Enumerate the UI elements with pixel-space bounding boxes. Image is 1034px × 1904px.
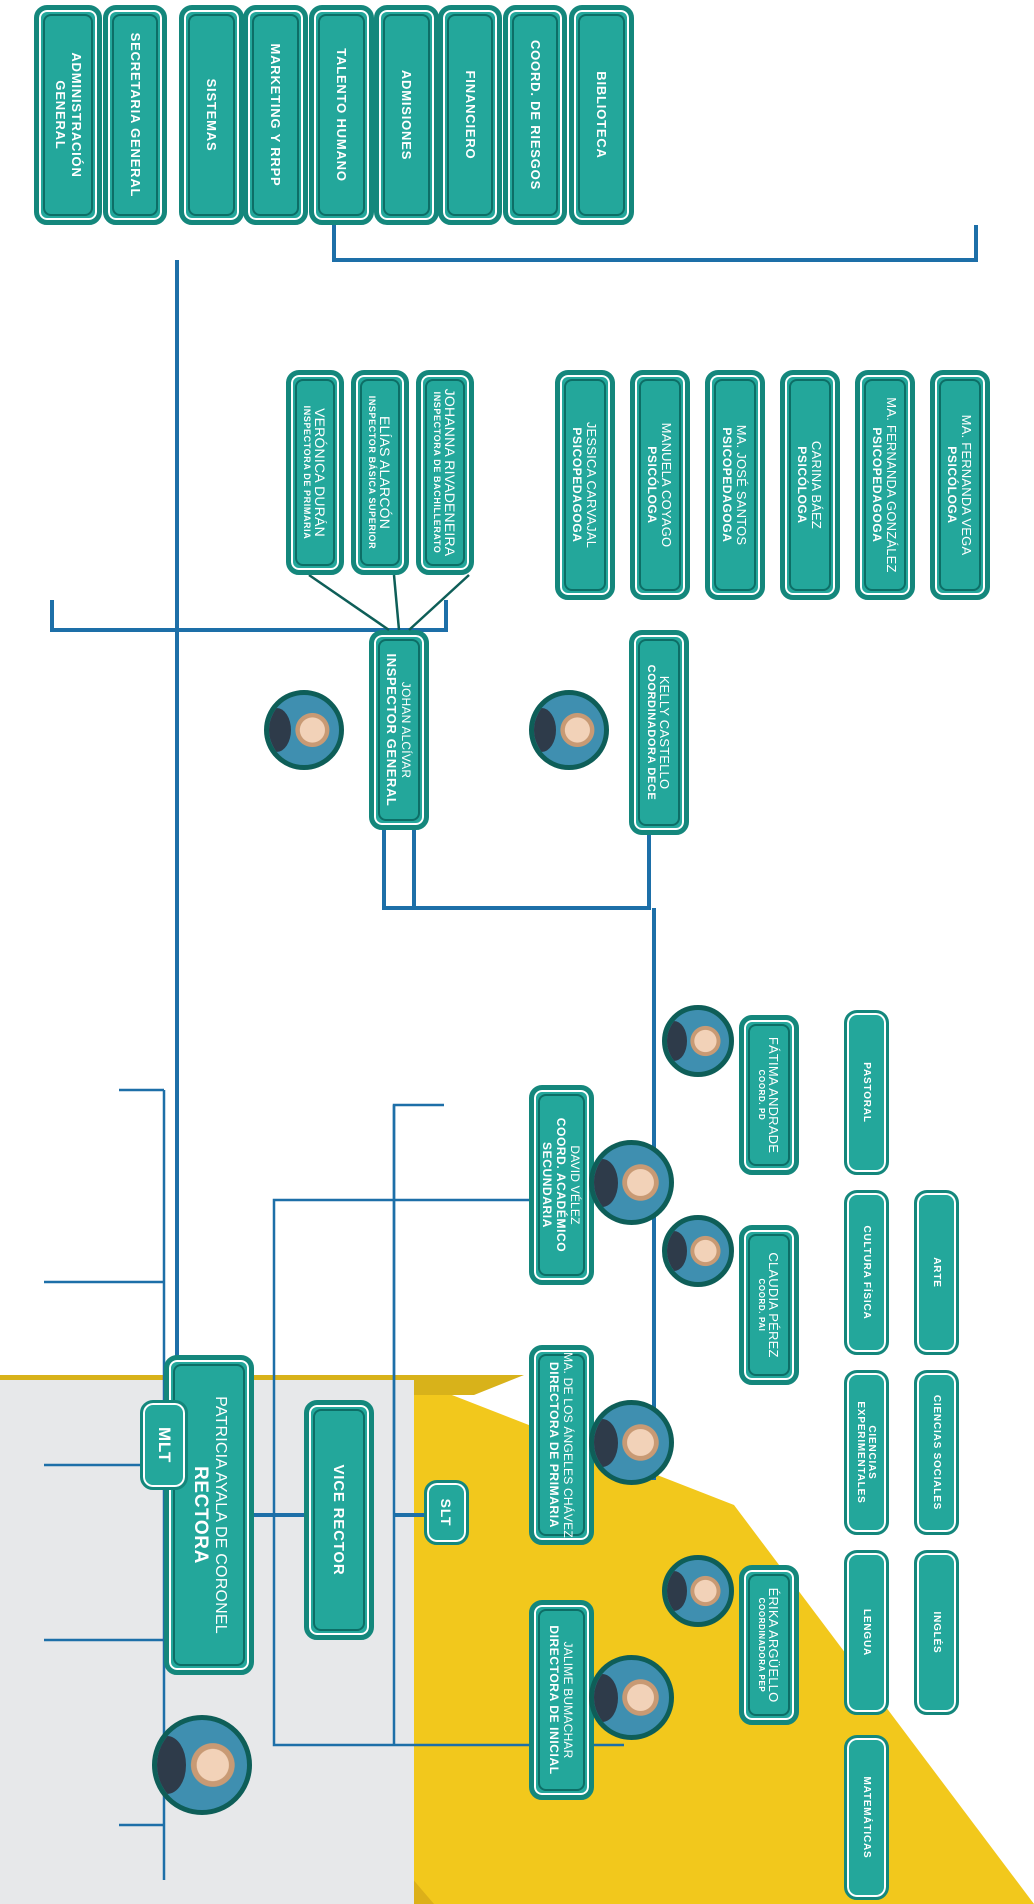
psychologist-name: MA. FERNANDA GONZÁLEZ <box>884 397 900 573</box>
psych-bracket <box>50 600 448 632</box>
department-label: ADMISIONES <box>399 69 415 161</box>
director-name: MA. DE LOS ÁNGELES CHÁVEZ <box>561 1352 576 1538</box>
psychologist-name: MA. JOSÉ SANTOS <box>734 424 750 546</box>
director-photo <box>589 1140 674 1225</box>
branch-bachillerato <box>408 574 470 631</box>
inspector-general-role: INSPECTOR GENERAL <box>384 653 400 807</box>
subject-label: CIENCIAS SOCIALES <box>931 1394 942 1511</box>
director-photo <box>589 1400 674 1485</box>
department-label: FINANCIERO <box>463 70 478 160</box>
inspector-name: JOHANNA RIVADENEIRA <box>442 388 458 557</box>
subject-card: ARTE <box>914 1190 959 1355</box>
inspector-role: INSPECTORA DE PRIMARIA <box>302 405 312 540</box>
inspector-general-name: JOHAN ALCÍVAR <box>399 681 414 779</box>
psychologist-role: PSICOPEDAGOGA <box>720 427 735 543</box>
department-label: MARKETING Y RRPP <box>268 43 284 187</box>
subject-card: CULTURA FÍSICA <box>844 1190 889 1355</box>
inspector-name: ELÍAS ALARCÓN <box>377 415 393 530</box>
department-label: ADMINISTRACIÓN GENERAL <box>53 52 84 178</box>
rector-name: PATRICIA AYALA DE CORONEL <box>212 1396 229 1634</box>
subject-card: CIENCIAS EXPERIMENTALES <box>844 1370 889 1535</box>
subject-label: CIENCIAS EXPERIMENTALES <box>855 1401 878 1504</box>
dece-name: KELLY CASTELLO <box>657 675 673 790</box>
inspector-role: INSPECTOR BÁSICA SUPERIOR <box>367 395 377 550</box>
coordinator-role: COORD. PAI <box>757 1278 766 1332</box>
branch-basica <box>392 574 401 631</box>
coordinator-name: FÁTIMA ANDRADE <box>766 1036 781 1154</box>
slt-label: SLT <box>438 1498 455 1527</box>
subject-label: INGLÉS <box>931 1611 942 1654</box>
coordinator-name: CLAUDIA PÉREZ <box>766 1252 781 1358</box>
department-label: TALENTO HUMANO <box>334 48 350 182</box>
psychologist-role: PSICÓLOGA <box>795 446 810 524</box>
psychologist-role: PSICOPEDAGOGA <box>570 427 585 543</box>
rector-role: RECTORA <box>190 1466 211 1564</box>
director-name: JALIME BUMACHAR <box>561 1641 576 1759</box>
coordinator-name: ÉRIKA ARGÜELLO <box>766 1587 781 1703</box>
branch-primaria <box>308 573 390 632</box>
coordinator-photo <box>662 1555 734 1627</box>
departments-bracket <box>332 225 978 262</box>
director-role: COORD. ACADÉMICO SECUNDARIA <box>540 1117 569 1253</box>
director-photo <box>589 1655 674 1740</box>
subject-card: CIENCIAS SOCIALES <box>914 1370 959 1535</box>
psychologist-name: MANUELA COYAGO <box>659 422 675 548</box>
coordinator-photo <box>662 1215 734 1287</box>
dece-photo <box>529 690 609 770</box>
vice-rector-label: VICE RECTOR <box>330 1464 348 1576</box>
slt-inspector-dece-line <box>382 830 651 910</box>
inspector-role: INSPECTORA DE BACHILLERATO <box>432 391 442 554</box>
directors-bracket <box>272 1198 624 1747</box>
subject-label: LENGUA <box>861 1608 872 1657</box>
coordinator-role: COORDINADORA PEP <box>757 1597 766 1693</box>
psychologist-role: PSICÓLOGA <box>945 446 960 524</box>
director-role: DIRECTORA DE INICIAL <box>547 1625 562 1775</box>
subject-card: PASTORAL <box>844 1010 889 1175</box>
dece-card: KELLY CASTELLO COORDINADORA DECE <box>629 630 689 835</box>
department-label: SECRETARIA GENERAL <box>128 32 143 198</box>
coordinator-role: COORD. PD <box>757 1069 766 1121</box>
mlt-label: MLT <box>155 1426 174 1464</box>
director-role: DIRECTORA DE PRIMARIA <box>547 1362 562 1528</box>
subject-label: CULTURA FÍSICA <box>861 1225 872 1320</box>
psychologist-role: PSICÓLOGA <box>645 446 660 524</box>
subject-label: ARTE <box>931 1257 942 1288</box>
mlt-box: MLT <box>140 1400 188 1490</box>
psychologist-name: JESSICA CARVAJAL <box>584 421 600 549</box>
subject-card: LENGUA <box>844 1550 889 1715</box>
dece-role: COORDINADORA DECE <box>645 664 658 801</box>
psychologist-name: MA. FERNANDA VEGA <box>959 414 975 556</box>
psychologist-name: CARINA BÁEZ <box>809 440 825 530</box>
inspector-name: VERÓNICA DURÁN <box>312 408 328 537</box>
subject-card: INGLÉS <box>914 1550 959 1715</box>
subject-card: MATEMÁTICAS <box>844 1735 889 1900</box>
director-name: DAVID VÉLEZ <box>568 1145 583 1225</box>
department-label: SISTEMAS <box>204 78 220 152</box>
psychologist-role: PSICOPEDAGOGA <box>870 427 885 543</box>
subject-label: PASTORAL <box>861 1062 872 1123</box>
coordinator-photo <box>662 1005 734 1077</box>
department-label: BIBLIOTECA <box>594 71 610 159</box>
subject-label: MATEMÁTICAS <box>861 1776 872 1859</box>
department-label: COORD. DE RIESGOS <box>528 39 543 191</box>
